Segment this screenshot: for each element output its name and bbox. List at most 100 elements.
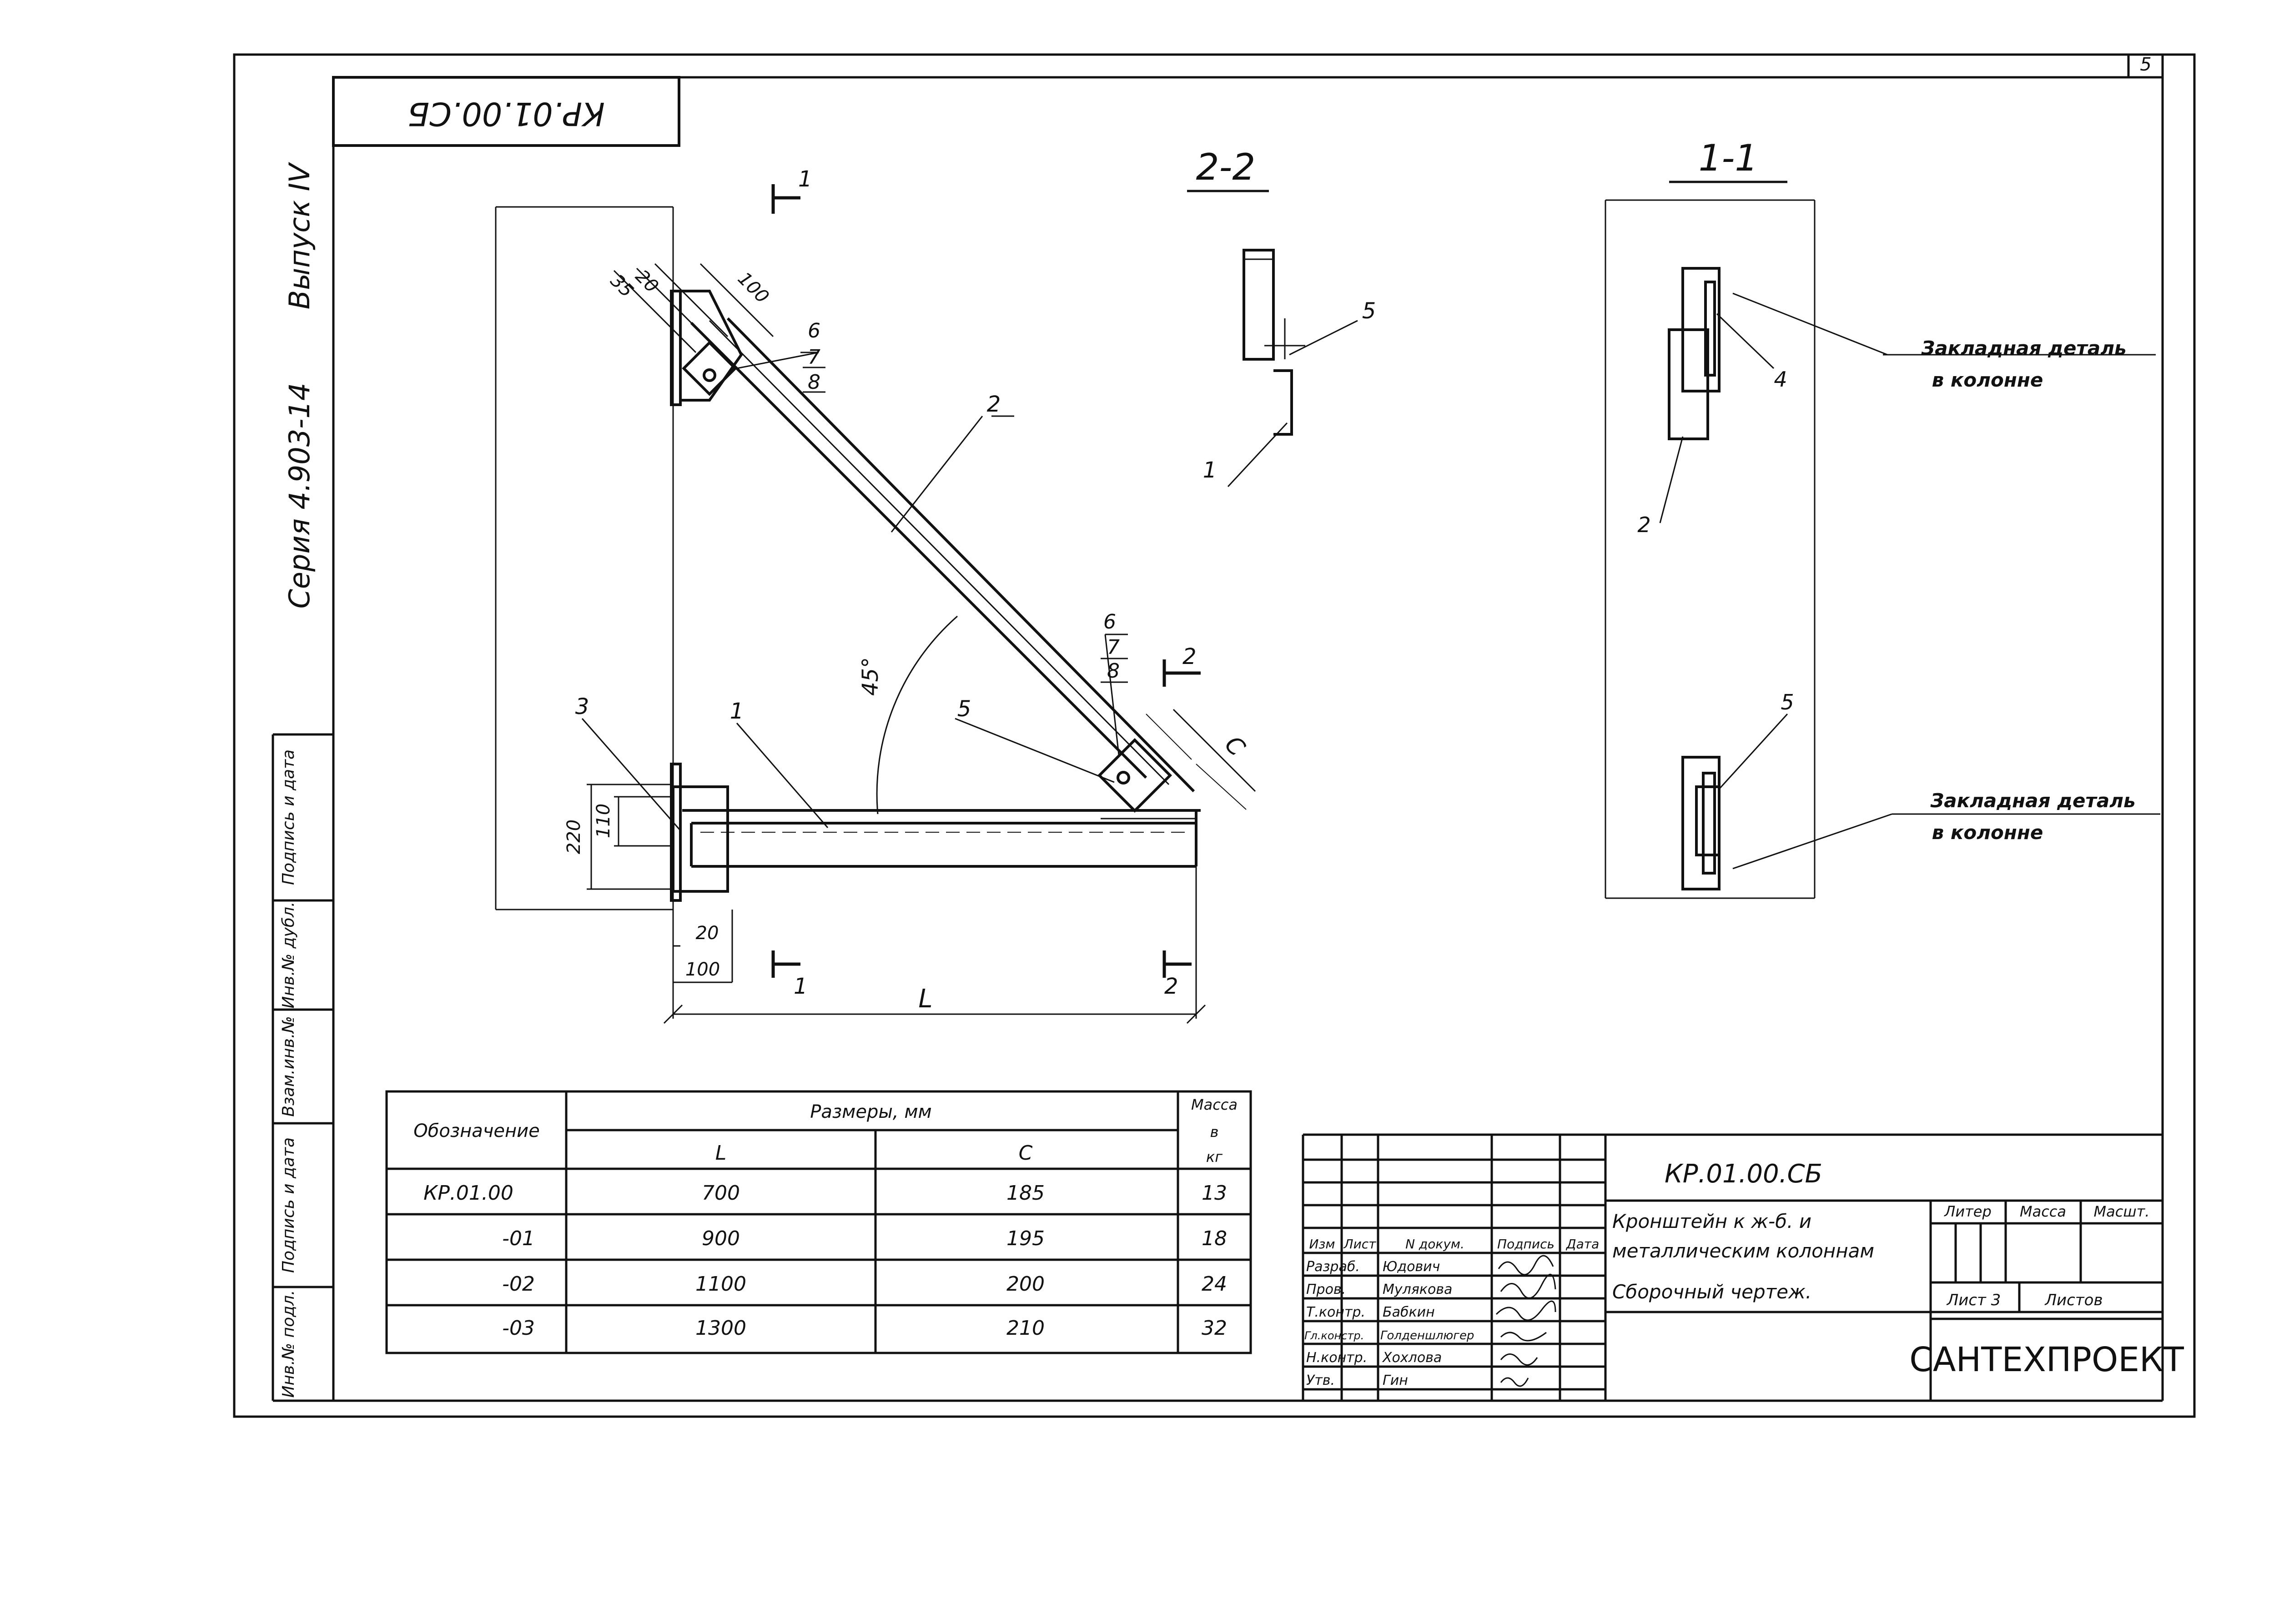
spec-row-mass: 13	[1202, 1182, 1227, 1205]
spec-header-designation: Обозначение	[413, 1121, 540, 1141]
side-cell-replace-inv: Взам.инв.№	[279, 1016, 298, 1117]
dim-100-top: 100	[734, 268, 773, 308]
spec-row-designation: КР.01.00	[423, 1182, 513, 1205]
spec-row-L: 900	[702, 1227, 740, 1250]
tb-name: Мулякова	[1383, 1282, 1452, 1297]
cut-mark-bottom-2: 2	[1164, 974, 1178, 999]
dim-L: L	[918, 984, 932, 1014]
spec-row-L: 1100	[695, 1272, 746, 1296]
callout-3: 3	[575, 694, 589, 719]
s1-callout-2: 2	[1637, 513, 1650, 537]
embedded-part-1-line2: в колонне	[1932, 369, 2043, 391]
callout-7-top: 7	[808, 346, 820, 369]
spec-row-mass: 24	[1202, 1272, 1227, 1296]
spec-row-2: -02 1100 200 24	[502, 1272, 1227, 1296]
tb-sheet-label: Лист 3	[1946, 1291, 2001, 1309]
tb-sheets-label: Листов	[2044, 1291, 2103, 1309]
tb-name: Гин	[1383, 1373, 1408, 1388]
dim-35: 35	[606, 271, 638, 302]
section-2-2-view	[1243, 249, 1305, 436]
tb-role: Разраб.	[1306, 1259, 1360, 1275]
main-dimensions	[587, 263, 1256, 1024]
tb-header-list: Лист	[1343, 1237, 1377, 1252]
embedded-part-2-line2: в колонне	[1932, 821, 2043, 844]
side-cell-orig-inv: Инв.№ подл.	[279, 1290, 298, 1398]
spec-col-L: L	[715, 1141, 727, 1165]
organization-name: САНТЕХПРОЕКТ	[1909, 1340, 2184, 1379]
series-label: Серия 4.903-14	[283, 383, 316, 609]
s2-callout-1: 1	[1203, 458, 1217, 483]
title-block	[1302, 1133, 2163, 1401]
spec-row-L: 1300	[695, 1317, 746, 1340]
spec-row-C: 185	[1006, 1182, 1045, 1205]
cut-mark-bottom-1: 1	[794, 974, 808, 999]
tb-person-3: Гл.констр. Голденшлюгер	[1304, 1329, 1474, 1342]
spec-row-0: КР.01.00 700 185 13	[423, 1182, 1227, 1205]
sheet-outer-border	[233, 53, 2196, 1418]
spec-row-mass: 32	[1202, 1317, 1227, 1340]
tb-header-sign: Подпись	[1497, 1237, 1555, 1252]
callout-1: 1	[730, 699, 744, 724]
tb-name: Хохлова	[1382, 1350, 1442, 1366]
spec-header-mass-3: кг	[1206, 1148, 1223, 1166]
title-doc-type: Сборочный чертеж.	[1612, 1281, 1811, 1303]
dim-angle-45: 45°	[858, 657, 883, 696]
tb-header-massa: Масса	[2020, 1203, 2066, 1220]
callout-2: 2	[987, 392, 1001, 417]
spec-row-L: 700	[702, 1182, 740, 1205]
spec-row-mass: 18	[1202, 1227, 1227, 1250]
spec-row-1: -01 900 195 18	[502, 1227, 1227, 1250]
dim-100-bottom: 100	[685, 959, 720, 980]
main-leaders	[581, 352, 1128, 830]
callout-5: 5	[957, 696, 971, 722]
main-view	[495, 206, 1201, 1019]
embedded-part-1-line1: Закладная деталь	[1921, 337, 2126, 359]
tb-header-izm: Изм	[1309, 1237, 1335, 1252]
side-cell-sign-date-2: Подпись и дата	[279, 1137, 298, 1273]
sheet-number: 5	[2140, 54, 2151, 75]
tb-name: Бабкин	[1383, 1304, 1435, 1320]
callout-8-bottom: 8	[1107, 659, 1120, 683]
callout-8-top: 8	[808, 371, 820, 394]
stamp-code: КР.01.00.СБ	[408, 95, 605, 132]
signature-scribbles	[1495, 1255, 1556, 1387]
spec-col-C: C	[1019, 1141, 1033, 1165]
section-1-1-view	[1605, 199, 1816, 899]
dim-110: 110	[593, 804, 614, 838]
tb-role: Н.контр.	[1306, 1350, 1367, 1366]
tb-person-4: Н.контр. Хохлова	[1306, 1350, 1442, 1366]
tb-header-ndoc: N докум.	[1405, 1237, 1464, 1252]
title-doc-code: КР.01.00.СБ	[1665, 1159, 1822, 1189]
spec-row-C: 210	[1006, 1317, 1045, 1340]
side-cell-dup-inv: Инв.№ дубл.	[279, 902, 298, 1009]
spec-table	[385, 1090, 1252, 1354]
cut-mark-top-1: 1	[798, 166, 812, 192]
spec-row-C: 195	[1006, 1227, 1045, 1250]
dim-20-bottom: 20	[696, 923, 719, 944]
section-2-2-label: 2-2	[1196, 146, 1256, 188]
spec-row-designation: -03	[502, 1317, 535, 1340]
tb-person-1: Пров. Мулякова	[1306, 1282, 1452, 1297]
spec-row-designation: -01	[502, 1227, 535, 1250]
section-1-1-label: 1-1	[1699, 137, 1758, 179]
spec-header-dimensions: Размеры, мм	[810, 1101, 931, 1122]
s1-callout-4: 4	[1774, 367, 1787, 392]
s1-callout-5: 5	[1781, 690, 1794, 714]
tb-person-5: Утв. Гин	[1306, 1373, 1408, 1388]
callout-6-top: 6	[808, 319, 820, 342]
issue-label: Выпуск IV	[283, 161, 316, 309]
s2-callout-5: 5	[1362, 298, 1376, 324]
tb-role: Т.контр.	[1306, 1304, 1365, 1320]
tb-name: Голденшлюгер	[1380, 1329, 1474, 1342]
cut-marks	[771, 184, 1201, 978]
tb-role: Пров.	[1306, 1282, 1346, 1297]
side-cell-sign-date-1: Подпись и дата	[279, 749, 298, 885]
title-line-2: металлическим колоннам	[1612, 1240, 1874, 1262]
tb-header-date: Дата	[1565, 1237, 1600, 1252]
title-line-1: Кронштейн к ж-б. и	[1612, 1210, 1811, 1232]
spec-row-3: -03 1300 210 32	[502, 1317, 1227, 1340]
spec-header-mass-1: Масса	[1191, 1096, 1238, 1113]
tb-role: Гл.констр.	[1304, 1329, 1364, 1342]
tb-person-0: Разраб. Юдович	[1306, 1259, 1440, 1275]
